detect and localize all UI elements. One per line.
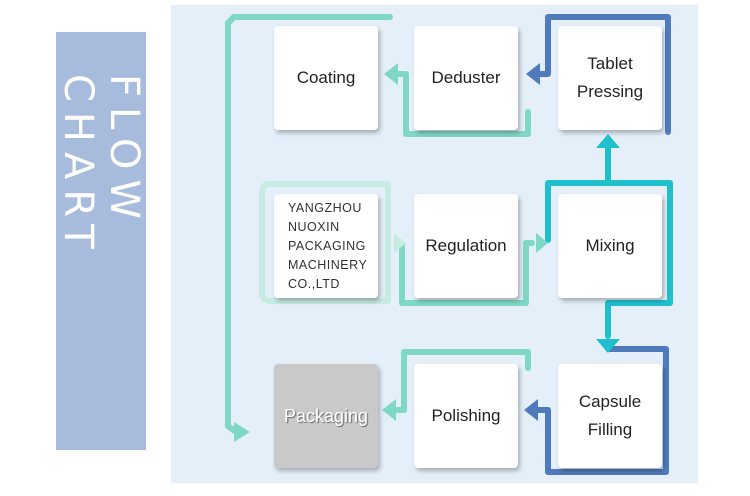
step-coating: Coating (274, 26, 378, 130)
step-capsule-filling: Capsule Filling (558, 364, 662, 468)
arrow-to-packaging (382, 399, 396, 421)
step-label: Polishing (431, 406, 501, 425)
step-label: Mixing (585, 236, 635, 255)
company-name: YANGZHOU NUOXIN PACKAGING MACHINERY CO.,… (288, 200, 368, 291)
connector-deduster-to-coating (395, 71, 531, 137)
arrow-to-pressing (596, 134, 620, 148)
step-regulation: Regulation (414, 194, 518, 298)
step-label: Regulation (425, 236, 507, 255)
step-deduster: Deduster (414, 26, 518, 130)
arrow-to-coating (384, 63, 398, 85)
side-banner: FLOW CHART (55, 32, 147, 450)
connector-filling-to-polishing (535, 346, 669, 475)
company-name-box: YANGZHOU NUOXIN PACKAGING MACHINERY CO.,… (274, 194, 378, 298)
step-label: Tablet Pressing (576, 54, 644, 101)
arrow-to-regulation (394, 233, 406, 253)
arrow-to-deduster (526, 63, 540, 85)
connector-pressing-to-deduster (537, 14, 671, 135)
arrow-to-mixing (536, 233, 548, 253)
connector-polishing-to-packaging (393, 349, 531, 413)
step-packaging: Packaging (274, 364, 378, 468)
connector-company-frame (259, 181, 391, 304)
connector-mixing-loop (545, 180, 673, 339)
arrow-to-filling (596, 339, 620, 353)
step-label: Packaging (283, 406, 369, 426)
connector-regulation-to-mixing (399, 240, 535, 306)
step-label: Coating (296, 68, 356, 87)
step-mixing: Mixing (558, 194, 662, 298)
flow-chart-title: FLOW CHART (55, 74, 147, 259)
connector-coating-to-packaging (225, 14, 393, 435)
arrow-to-polishing (524, 399, 538, 421)
arrow-to-packaging-left (234, 422, 250, 442)
step-label: Deduster (431, 68, 501, 87)
step-polishing: Polishing (414, 364, 518, 468)
step-label: Capsule Filling (578, 392, 642, 439)
step-tablet-pressing: Tablet Pressing (558, 26, 662, 130)
